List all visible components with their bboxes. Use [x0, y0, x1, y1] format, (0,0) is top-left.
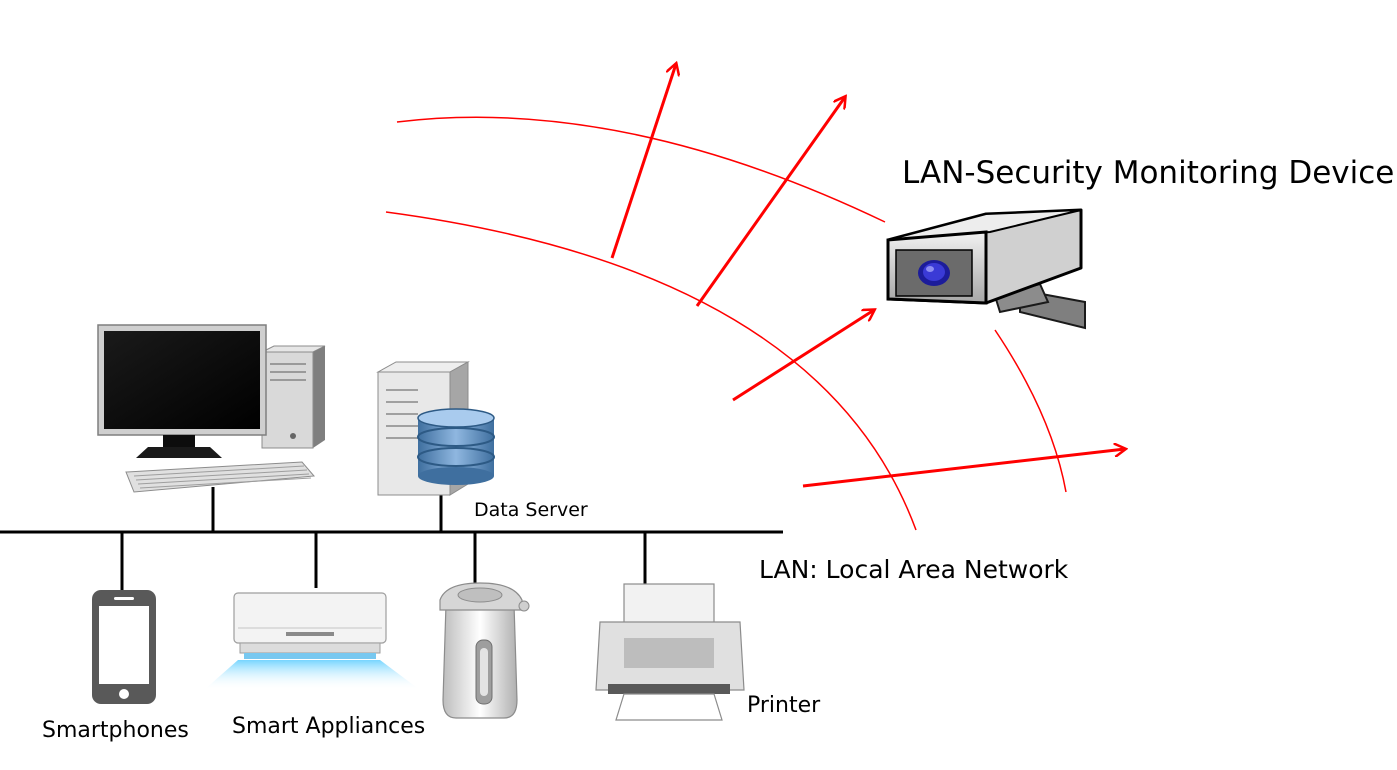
smartphone-icon [92, 590, 156, 704]
server-database-icon [376, 361, 495, 496]
signal-arrow-3 [732, 310, 874, 402]
security-camera-icon [886, 208, 1086, 330]
signal-arrow-4 [802, 449, 1125, 488]
printer-icon [595, 583, 745, 721]
signal-arc-middle [385, 211, 917, 531]
monitor-device-label: LAN-Security Monitoring Device [902, 155, 1394, 191]
signal-arc-inner [396, 116, 886, 223]
signal-arrows [610, 64, 1125, 488]
electric-kettle-icon [439, 582, 530, 719]
signal-arrow-2 [695, 97, 845, 307]
lan-label: LAN: Local Area Network [759, 555, 1069, 584]
printer-label: Printer [747, 693, 821, 718]
smartphones-label: Smartphones [42, 718, 189, 743]
desktop-computer-icon [97, 324, 326, 493]
lan-bus [0, 485, 783, 590]
signal-arcs [385, 116, 1067, 531]
smart-appliances-label: Smart Appliances [232, 714, 425, 739]
signal-arc-outer [994, 329, 1067, 493]
data-server-label: Data Server [474, 499, 588, 521]
air-conditioner-icon [204, 592, 420, 690]
signal-arrow-1 [610, 64, 676, 259]
